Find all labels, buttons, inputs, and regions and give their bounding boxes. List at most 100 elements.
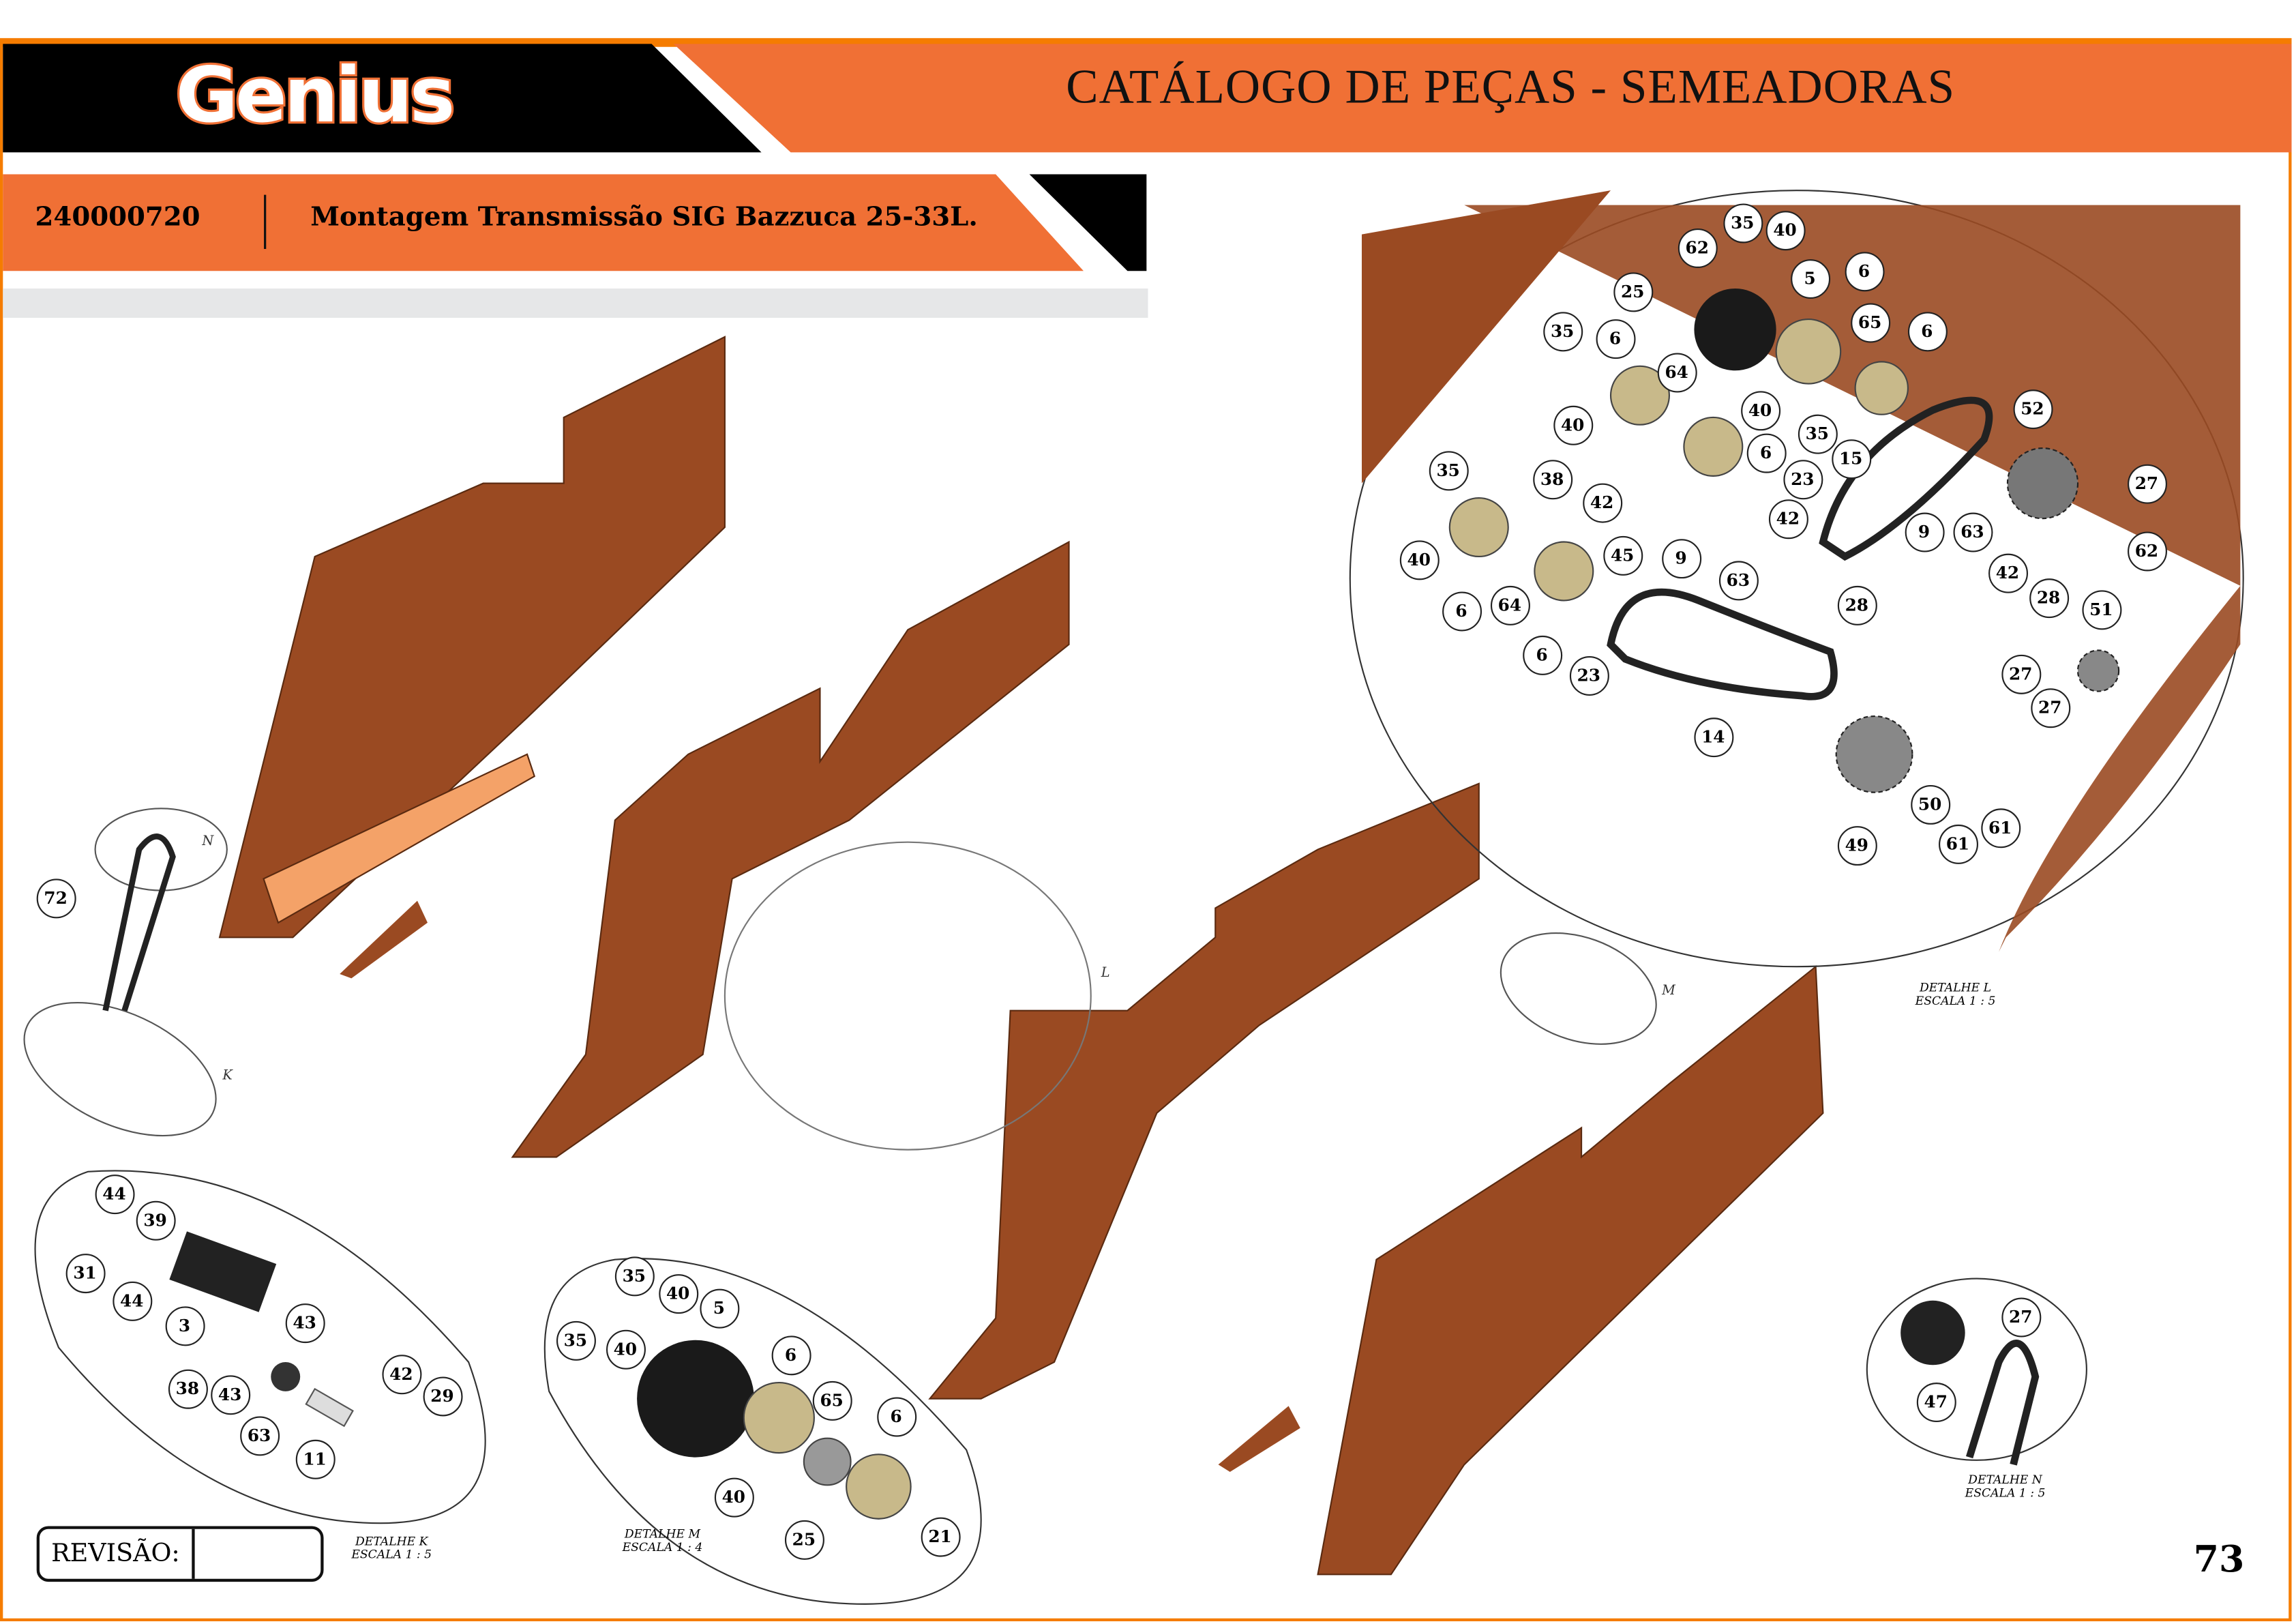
bushing-11 [305,1387,354,1428]
item-balloon: 40 [605,1329,645,1369]
inner-plate-right [928,782,1480,1400]
item-balloon: 6 [1907,311,1947,351]
detail-l-letter: L [1101,966,1110,981]
item-balloon: 35 [1723,203,1763,243]
item-balloon: 40 [1740,390,1780,430]
bracket-left [340,900,428,979]
item-balloon: 23 [1568,655,1609,695]
detail-k-letter: K [222,1069,233,1084]
item-balloon: 51 [2081,589,2121,630]
bearing-65-m [803,1437,852,1486]
chain-n [1965,1340,2040,1466]
item-balloon: 44 [112,1280,152,1320]
item-balloon: 52 [2012,389,2053,429]
item-balloon: 65 [811,1380,852,1420]
item-balloon: 63 [1718,560,1758,600]
item-balloon: 62 [1677,227,1717,267]
flange-6-l5 [1448,497,1509,558]
sprocket-47 [1900,1300,1965,1365]
item-balloon: 63 [239,1415,280,1456]
part-code: 240000720 [35,202,200,233]
detail-m-letter: M [1662,984,1675,999]
genius-logo: Genius [173,50,457,143]
item-balloon: 9 [1661,538,1701,578]
flange-6-m [743,1381,815,1454]
flange-6-l3 [1609,365,1670,426]
item-balloon: 50 [1910,784,1950,824]
item-balloon: 35 [555,1320,595,1360]
detail-l-outline [1349,190,2244,968]
item-balloon: 35 [614,1256,654,1296]
item-balloon: 21 [920,1516,960,1556]
item-balloon: 49 [1836,825,1877,865]
detail-l-callout [724,841,1092,1151]
item-balloon: 6 [771,1335,811,1375]
item-balloon: 5 [1790,258,1830,298]
revision-box: REVISÃO: [36,1526,324,1582]
item-balloon: 29 [422,1376,462,1416]
flange-6-l4 [1683,416,1744,477]
item-balloon: 27 [2126,463,2166,503]
item-balloon: 40 [1765,210,1805,250]
flange-6-l [1775,319,1842,385]
item-balloon: 40 [658,1273,698,1314]
detail-m-callout [1500,932,1657,1045]
page-number: 73 [2193,1537,2245,1580]
item-balloon: 63 [1952,512,1993,552]
item-balloon: 6 [1522,634,1562,675]
subheader-orange-band [3,174,1084,271]
inner-plate-left [511,540,1070,1158]
item-balloon: 27 [2030,688,2070,728]
item-balloon: 35 [1428,450,1468,490]
item-balloon: 62 [2126,531,2166,571]
item-balloon: 45 [1602,535,1643,575]
item-balloon: 42 [1987,552,2027,593]
detail-m-outline [543,1258,982,1605]
flange-6-l2 [1854,361,1909,415]
item-balloon: 35 [1542,311,1583,351]
crossbar [263,753,536,924]
detail-n-letter: N [202,834,214,850]
item-balloon: 42 [381,1354,421,1394]
revision-label: REVISÃO: [40,1529,195,1579]
item-balloon: 40 [1553,404,1593,445]
detail-l-plate-top [1361,190,1611,484]
item-balloon: 6 [1595,319,1635,359]
item-balloon: 40 [1399,540,1439,580]
item-balloon: 25 [784,1519,824,1559]
item-balloon: 42 [1768,499,1808,539]
item-balloon: 27 [2001,1297,2041,1337]
item-balloon: 65 [1850,302,1890,342]
bracket-right [1218,1406,1300,1473]
item-balloon: 14 [1693,717,1733,757]
sprocket-52 [2006,447,2079,520]
item-balloon: 3 [164,1305,205,1346]
sprocket-49 [1835,715,1913,793]
tensioner-arm-3 [169,1231,277,1312]
item-balloon: 38 [1532,459,1572,499]
item-balloon: 6 [1442,591,1481,631]
item-balloon: 38 [167,1368,207,1408]
detail-n-outline [1866,1278,2087,1461]
item-balloon: 47 [1915,1381,1956,1421]
subheader-black-corner [1029,174,1147,271]
item-balloon: 72 [35,878,76,918]
item-balloon: 23 [1783,459,1823,499]
chain-72 [102,833,176,1012]
header-orange-band [673,44,2292,153]
item-balloon: 61 [1937,823,1978,863]
item-balloon: 15 [1831,439,1871,479]
item-balloon: 39 [135,1200,175,1240]
support-plate-5-l [1694,289,1776,371]
support-plate-5 [637,1340,754,1458]
item-balloon: 31 [65,1253,105,1293]
item-balloon: 64 [1489,585,1530,625]
detail-l-plate [1464,205,2241,952]
item-balloon: 11 [295,1438,335,1479]
item-balloon: 5 [699,1288,739,1328]
detail-k-outline [34,1170,486,1524]
sprocket-51 [2076,649,2120,692]
